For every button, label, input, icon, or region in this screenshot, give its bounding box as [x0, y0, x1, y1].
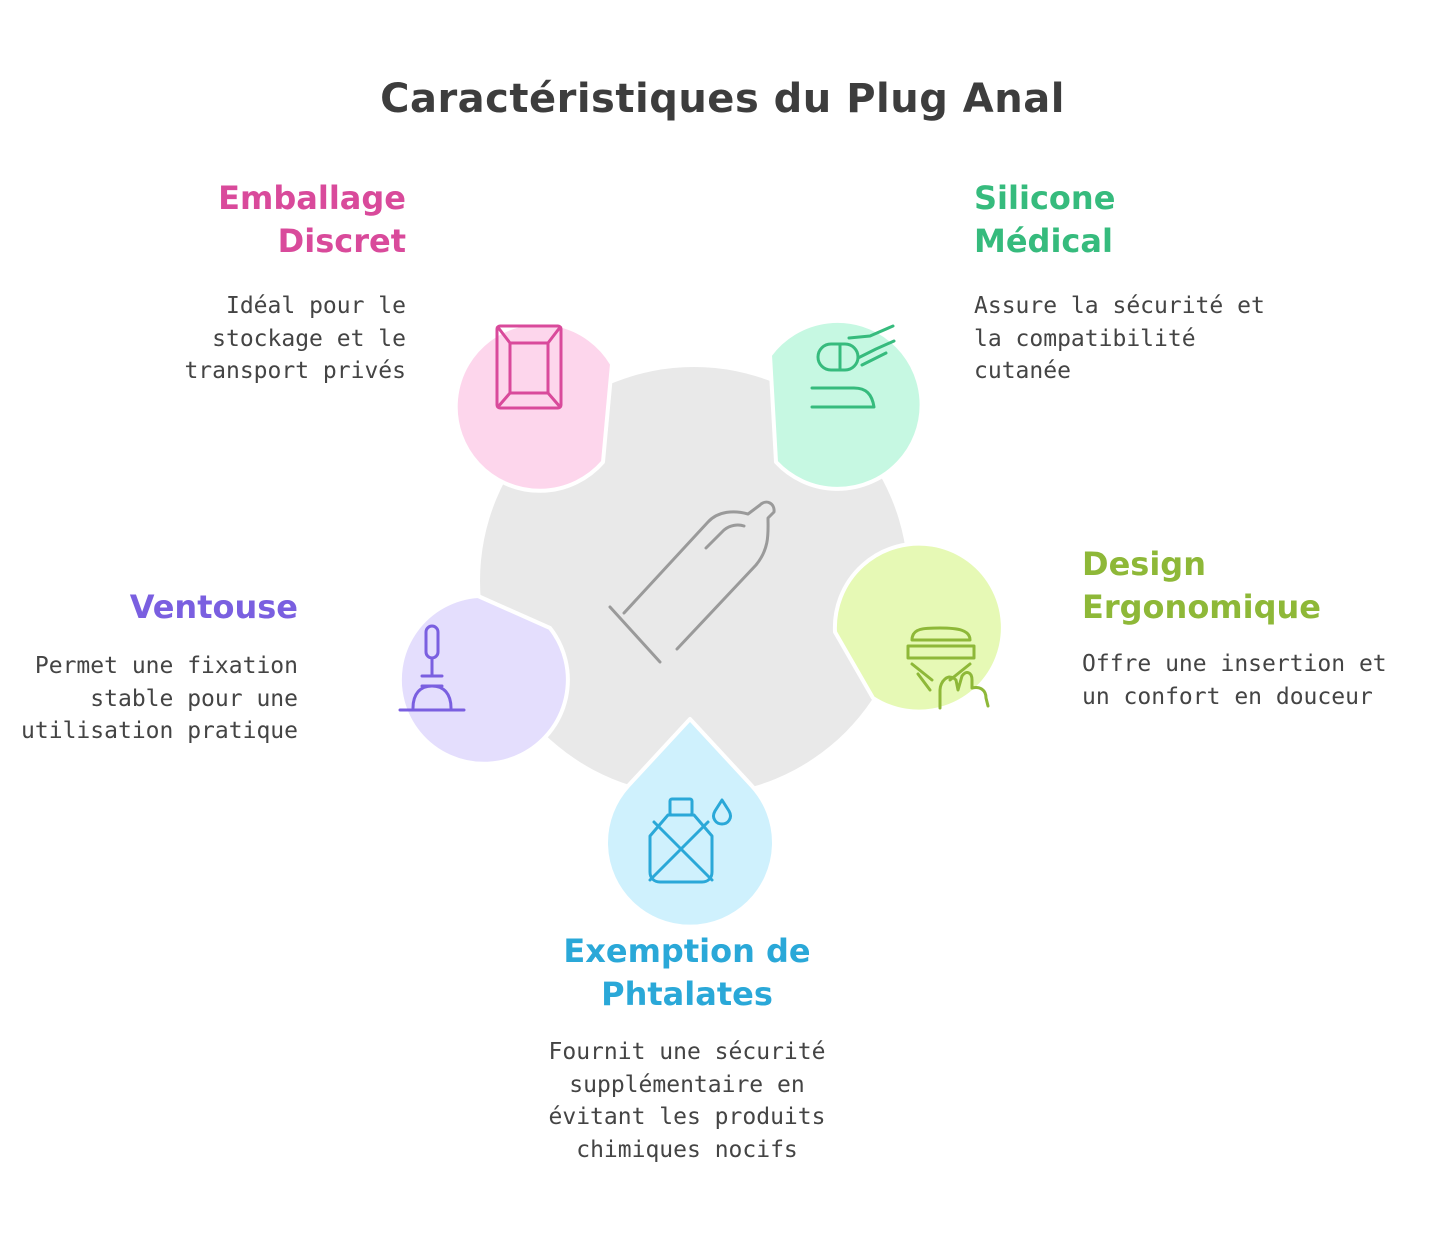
emballage-desc-line: stockage et le	[212, 325, 406, 352]
silicone-desc-line: Assure la sécurité et	[974, 293, 1265, 319]
silicone-block: Silicone Médical Assure la sécurité et l…	[974, 177, 1265, 388]
design-description: Offre une insertion et un confort en dou…	[1082, 648, 1387, 713]
silicone-description: Assure la sécurité et la compatibilité c…	[974, 290, 1265, 388]
phtalates-title-line: Phtalates	[601, 975, 773, 1013]
emballage-title-line: Emballage	[218, 179, 406, 217]
phtalates-block: Exemption de Phtalates Fournit une sécur…	[437, 930, 937, 1166]
phtalates-title-line: Exemption de	[563, 932, 811, 970]
ventouse-description: Permet une fixation stable pour une util…	[21, 650, 298, 748]
silicone-title-line: Médical	[974, 222, 1113, 260]
design-desc-line: un confort en douceur	[1082, 683, 1373, 710]
design-title-line: Design	[1082, 545, 1206, 583]
ergonomic-hand-icon	[906, 626, 990, 710]
phtalates-title: Exemption de Phtalates	[437, 930, 937, 1016]
silicone-desc-line: cutanée	[974, 358, 1071, 384]
design-desc-line: Offre une insertion et	[1082, 651, 1387, 677]
page-title: Caractéristiques du Plug Anal	[380, 76, 1065, 122]
medical-hand-pill-icon	[810, 324, 896, 409]
ventouse-title: Ventouse	[21, 586, 298, 629]
phtalates-description: Fournit une sécurité supplémentaire en é…	[437, 1036, 937, 1166]
silicone-shape	[768, 318, 924, 491]
silicone-title-line: Silicone	[974, 179, 1116, 217]
design-title-line: Ergonomique	[1082, 588, 1321, 626]
ventouse-desc-line: Permet une fixation	[34, 653, 298, 679]
phtalates-desc-line: évitant les produits	[548, 1104, 826, 1130]
phtalates-desc-line: chimiques nocifs	[576, 1136, 798, 1163]
design-title: Design Ergonomique	[1082, 543, 1387, 629]
design-block: Design Ergonomique Offre une insertion e…	[1082, 543, 1387, 713]
ventouse-desc-line: stable pour une	[90, 685, 298, 712]
no-chemical-bottle-icon	[648, 797, 732, 884]
emballage-block: Emballage Discret Idéal pour le stockage…	[184, 177, 406, 388]
silicone-title: Silicone Médical	[974, 177, 1265, 263]
ventouse-desc-line: utilisation pratique	[21, 718, 298, 744]
condom-icon	[608, 500, 776, 664]
phtalates-shape	[604, 717, 776, 929]
ventouse-shape	[397, 594, 570, 766]
emballage-desc-line: transport privés	[184, 358, 406, 384]
silicone-desc-line: la compatibilité	[974, 325, 1196, 352]
emballage-desc-line: Idéal pour le	[225, 293, 406, 319]
envelope-icon	[495, 324, 563, 410]
ventouse-title-line: Ventouse	[129, 588, 298, 626]
suction-cup-icon	[398, 624, 466, 712]
ventouse-block: Ventouse Permet une fixation stable pour…	[21, 586, 298, 748]
emballage-title-line: Discret	[277, 222, 406, 260]
phtalates-desc-line: Fournit une sécurité	[548, 1039, 826, 1065]
emballage-description: Idéal pour le stockage et le transport p…	[184, 290, 406, 388]
emballage-title: Emballage Discret	[184, 177, 406, 263]
phtalates-desc-line: supplémentaire en	[569, 1071, 805, 1098]
